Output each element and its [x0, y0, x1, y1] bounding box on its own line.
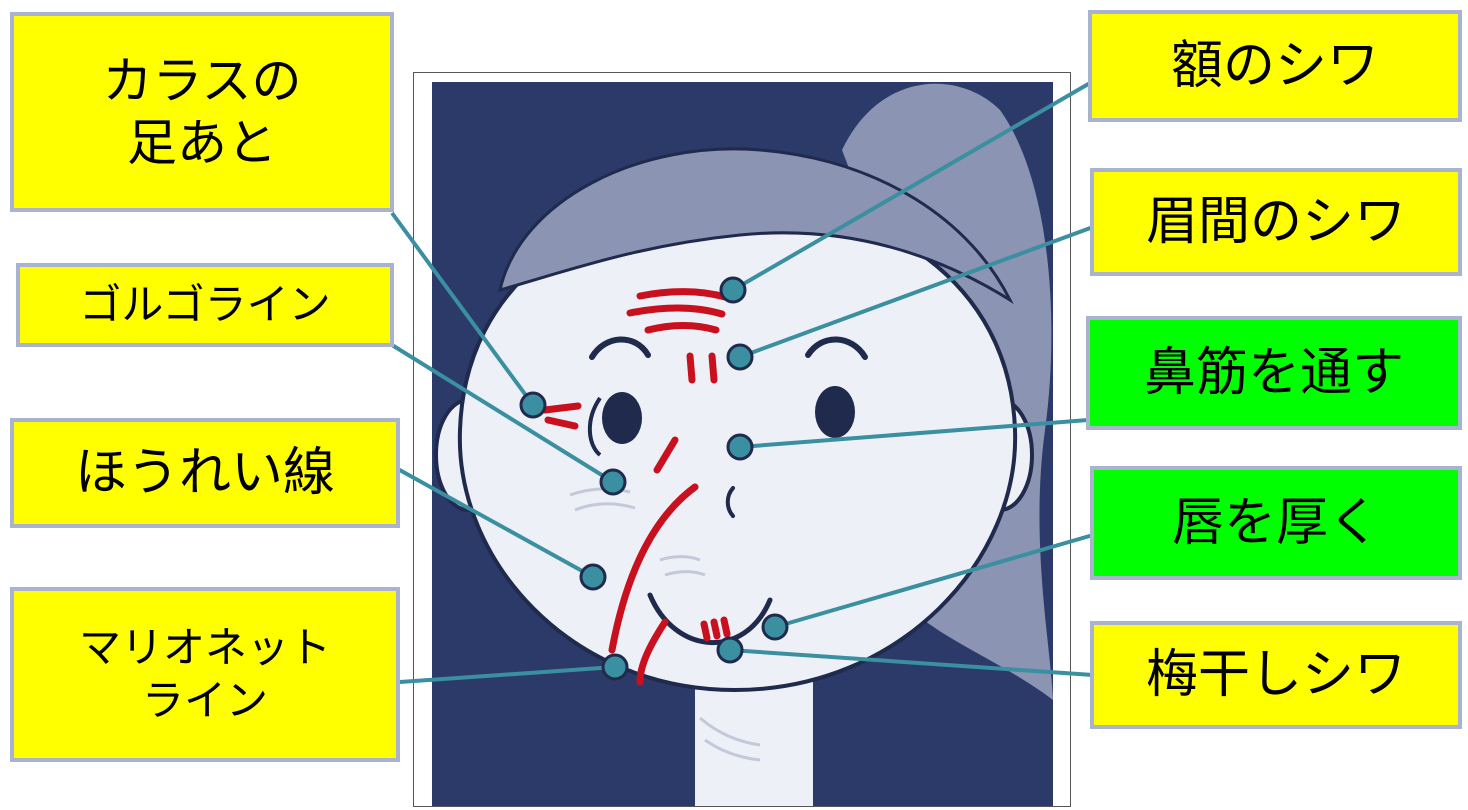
marker-lips	[761, 613, 789, 641]
wrinkle-marks	[541, 288, 731, 686]
marker-nose-bridge	[726, 433, 754, 461]
label-thicken-lips: 唇を厚く	[1090, 466, 1462, 580]
right-eye	[815, 386, 855, 438]
label-forehead-wrinkles: 額のシワ	[1088, 10, 1462, 122]
marker-nasolabial	[579, 563, 607, 591]
label-glabella-wrinkles: 眉間のシワ	[1090, 168, 1462, 276]
label-crows-feet: カラスの 足あと	[10, 12, 394, 212]
label-marionette-line: マリオネット ライン	[10, 587, 400, 762]
label-nasolabial-fold: ほうれい線	[10, 418, 400, 528]
hair	[497, 147, 1014, 305]
label-nose-bridge: 鼻筋を通す	[1086, 316, 1462, 430]
label-chin-wrinkles: 梅干しシワ	[1090, 621, 1462, 729]
leader-lines	[390, 81, 1094, 684]
marker-chin	[716, 636, 744, 664]
marker-forehead	[719, 276, 747, 304]
label-golgo-line: ゴルゴライン	[16, 263, 394, 347]
marker-crows-feet	[519, 391, 547, 419]
marker-marionette	[601, 653, 629, 681]
marker-glabella	[726, 343, 754, 371]
left-eye	[602, 392, 642, 444]
markers	[519, 276, 789, 681]
marker-golgo	[599, 468, 627, 496]
